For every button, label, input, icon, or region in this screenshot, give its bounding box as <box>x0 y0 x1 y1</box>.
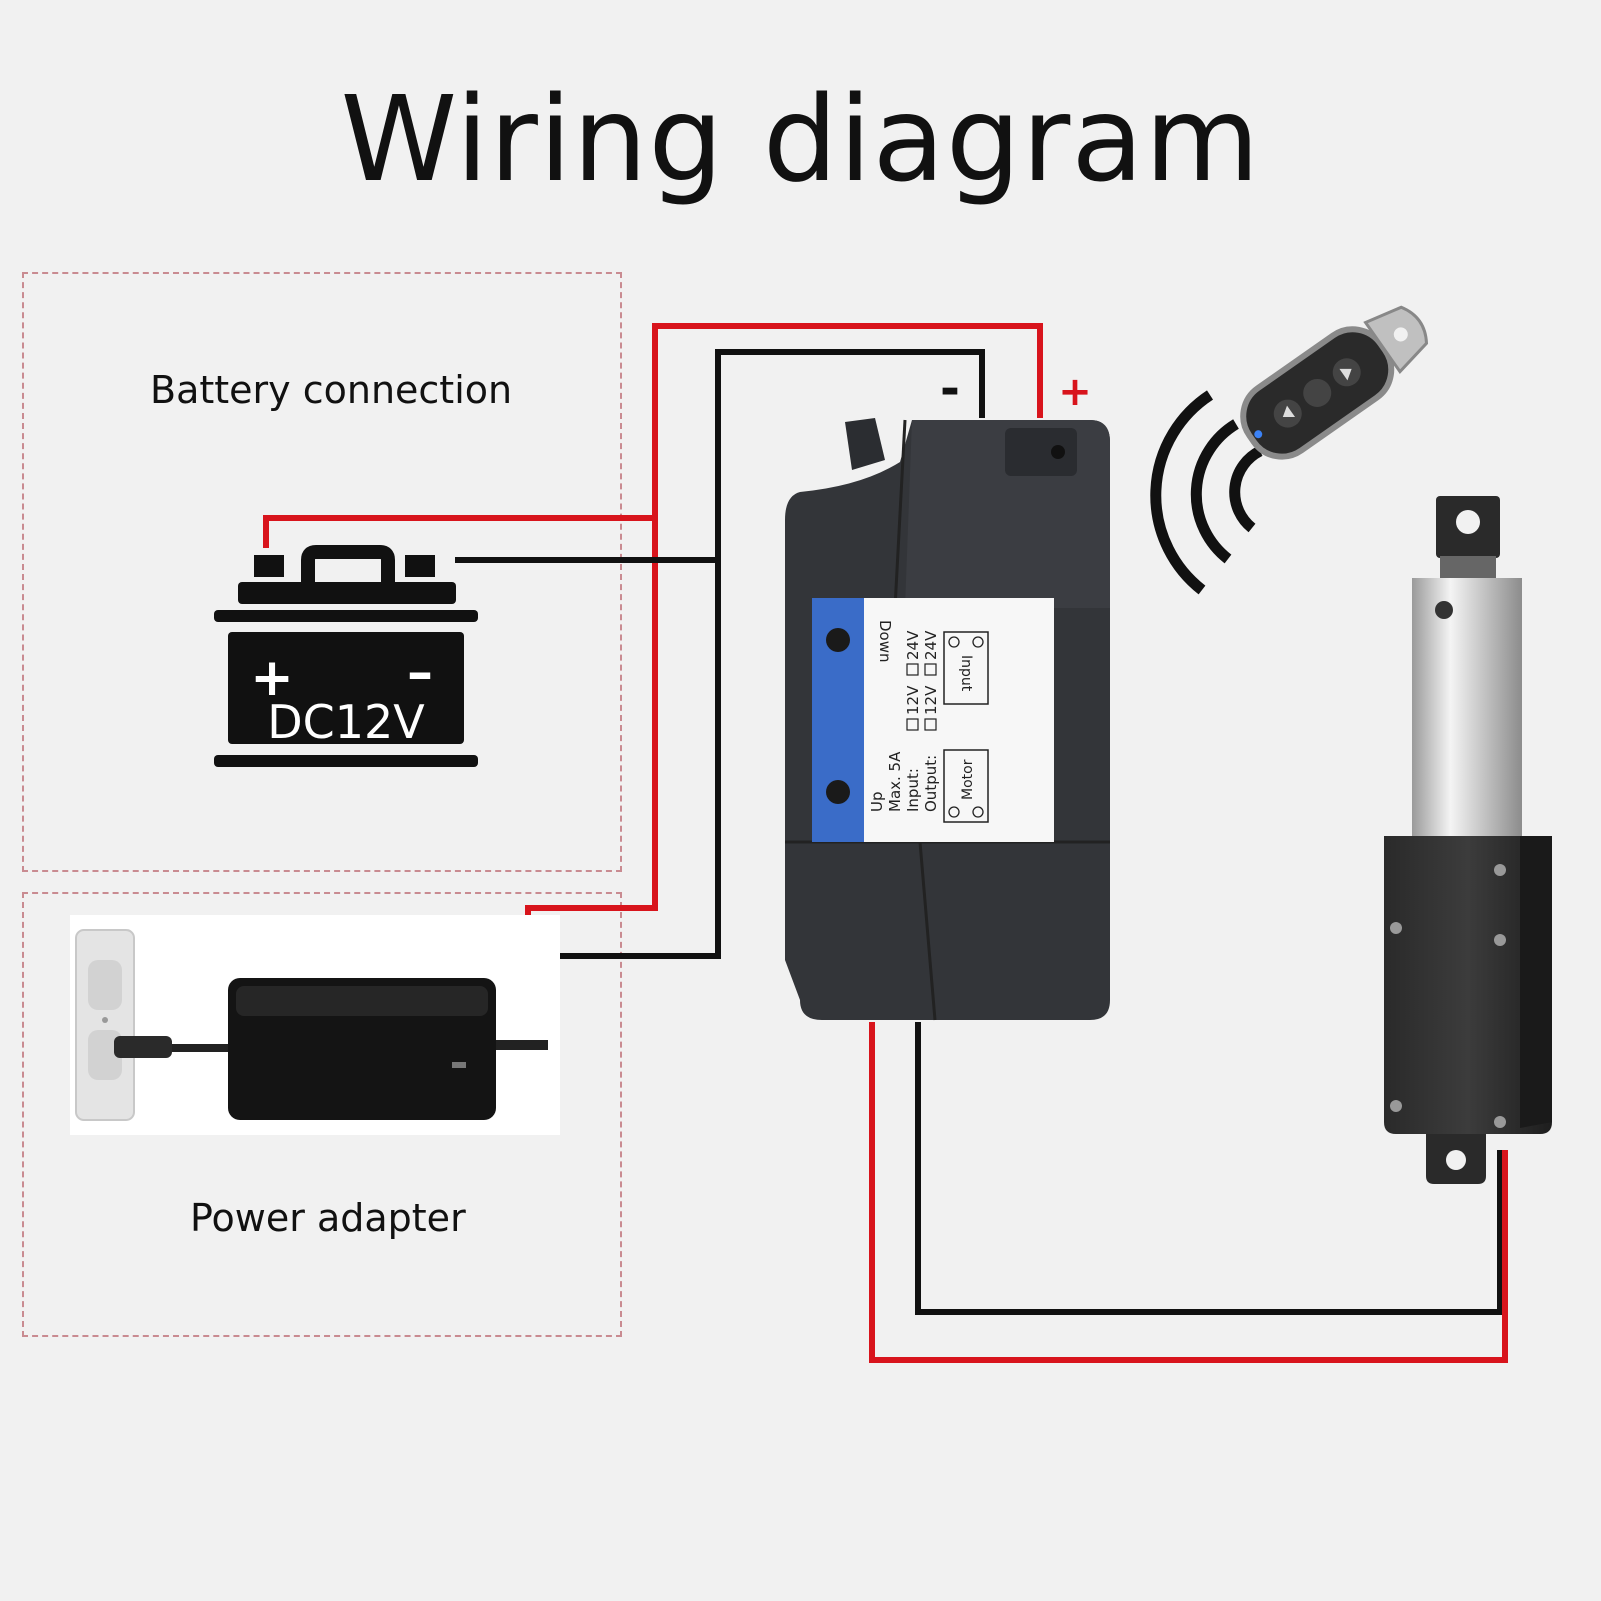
battery-plus-sign: + <box>250 648 294 708</box>
input-port-label: Input <box>958 655 974 692</box>
power-adapter-icon <box>114 978 548 1120</box>
battery-connection-label: Battery connection <box>150 368 513 412</box>
remote-button-lock[interactable] <box>1298 373 1337 412</box>
battery-icon: + – DC12V <box>214 545 478 767</box>
input-port: Input <box>943 631 989 705</box>
wire-motor-negative <box>915 1022 1503 1315</box>
panel-text-group: Down <box>876 620 894 663</box>
input-12v-checkbox <box>906 718 919 731</box>
battery-connection-box <box>22 272 622 872</box>
output-24v-checkbox <box>924 663 937 676</box>
panel-up-label: Up <box>868 791 886 812</box>
remote-control-icon <box>1240 305 1429 460</box>
output-12v-checkbox <box>924 718 937 731</box>
panel-down-label: Down <box>876 620 894 663</box>
power-adapter-label: Power adapter <box>190 1196 466 1240</box>
down-button[interactable] <box>826 628 850 652</box>
input-24v-label: 24V <box>904 630 922 660</box>
battery-voltage-label: DC12V <box>267 695 425 749</box>
input-12v-label: 12V <box>904 685 922 715</box>
output-24v-label: 24V <box>922 630 940 660</box>
controller-icon: - + Down <box>785 361 1110 1021</box>
wireless-signal-icon <box>1150 390 1263 595</box>
wire-battery-plus <box>263 515 655 548</box>
power-adapter-box <box>22 892 622 1337</box>
battery-minus-sign: – <box>407 643 433 703</box>
controller-terminal-plus: + <box>1058 369 1092 415</box>
page-title: Wiring diagram <box>340 70 1261 208</box>
motor-port-label: Motor <box>960 759 976 800</box>
input-24v-checkbox <box>906 663 919 676</box>
wire-motor-positive <box>869 1022 1508 1363</box>
controller-label-panel: Down Up Max. 5A Input: 12V 24V <box>812 598 1054 842</box>
linear-actuator-icon <box>1384 496 1552 1184</box>
panel-input-label: Input: <box>904 768 922 812</box>
controller-terminal-minus: - <box>940 361 960 417</box>
panel-max-label: Max. 5A <box>886 751 904 812</box>
panel-output-label: Output: <box>922 755 940 812</box>
motor-port: Motor <box>943 749 989 823</box>
output-12v-label: 12V <box>922 685 940 715</box>
up-button[interactable] <box>826 780 850 804</box>
